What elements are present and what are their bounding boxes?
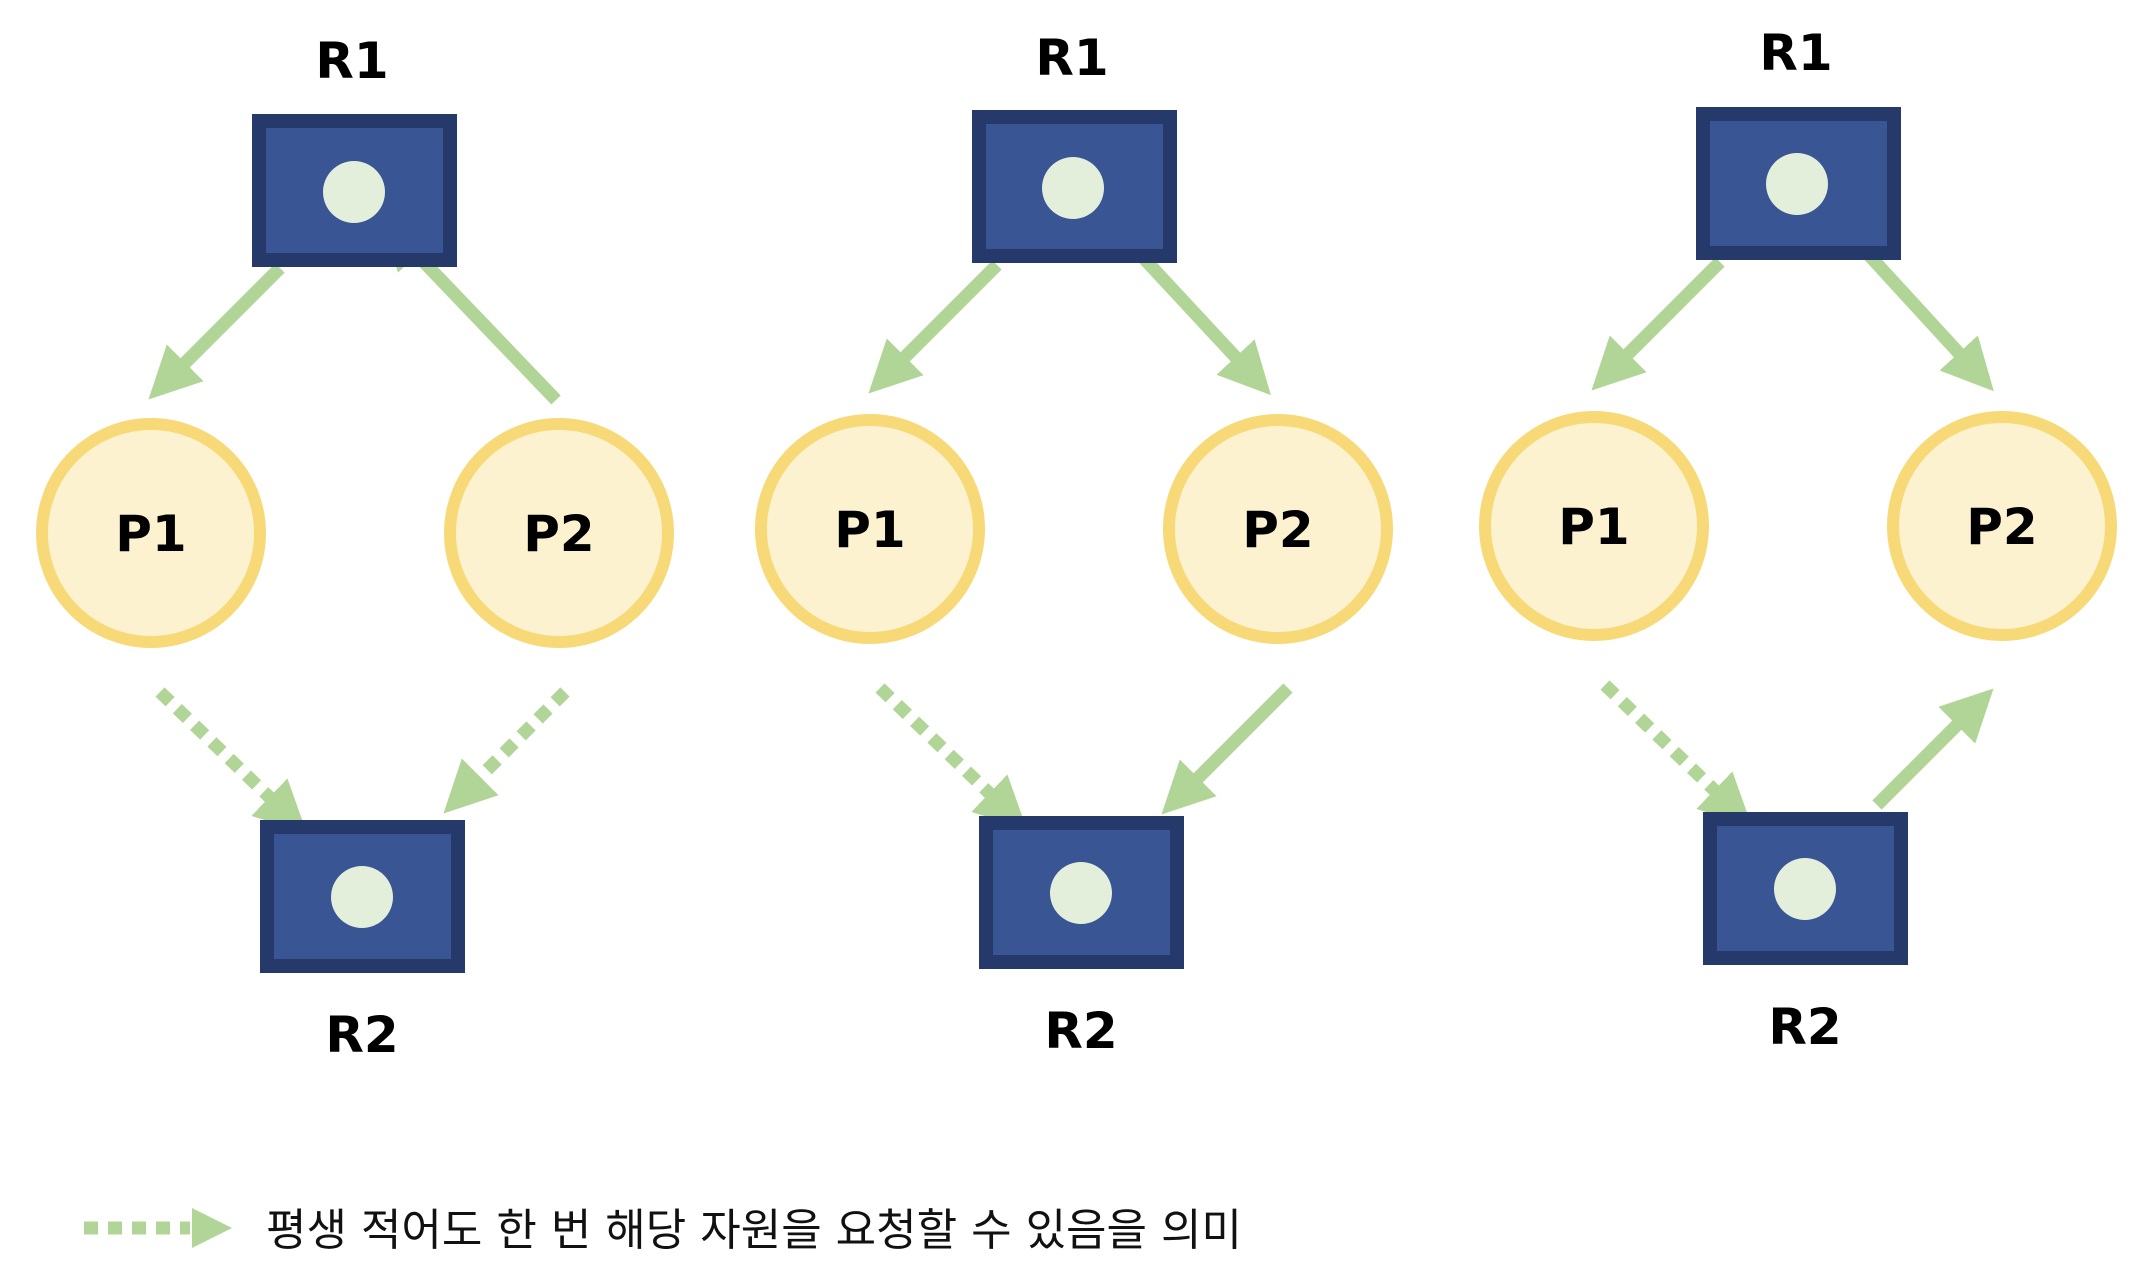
- edge-r1-to-p1: [1591, 257, 1725, 391]
- process-p1: P1: [36, 418, 266, 648]
- resource-r1-label: R1: [1759, 24, 1832, 82]
- edge-p1-to-r2-dashed: [155, 687, 307, 834]
- legend: 평생 적어도 한 번 해당 자원을 요청할 수 있음을 의미: [84, 1205, 1242, 1256]
- resource-r1-label: R1: [315, 32, 388, 90]
- edge-p1-to-r2-dashed: [875, 683, 1027, 830]
- edge-p2-to-r2: [1161, 683, 1293, 815]
- dashed-arrow-icon: [84, 1208, 232, 1248]
- resource-r2: [260, 820, 465, 973]
- legend-text: 평생 적어도 한 번 해당 자원을 요청할 수 있음을 의미: [266, 1205, 1242, 1256]
- process-p1-label: P1: [1558, 498, 1629, 556]
- process-p1: P1: [755, 414, 985, 644]
- diagram-3: R1 P1 P2 R2: [1479, 24, 2117, 1056]
- process-p1-label: P1: [115, 505, 186, 563]
- resource-r2: [979, 816, 1184, 969]
- resource-r2-label: R2: [1044, 1002, 1117, 1060]
- resource-instance-dot: [1050, 862, 1112, 924]
- resource-r1: [972, 110, 1177, 263]
- process-p2: P2: [1887, 411, 2117, 641]
- resource-r1: [252, 114, 457, 267]
- process-p2-label: P2: [523, 505, 594, 563]
- resource-r2-label: R2: [1768, 998, 1841, 1056]
- edge-p1-to-r2-dashed: [1600, 680, 1752, 827]
- edge-r2-to-p2: [1872, 688, 1994, 810]
- process-p2: P2: [444, 418, 674, 648]
- resource-instance-dot: [331, 866, 393, 928]
- diagram-2: R1 P1 P2 R2: [755, 29, 1393, 1060]
- resource-r2: [1703, 812, 1908, 965]
- process-p1: P1: [1479, 411, 1709, 641]
- resource-instance-dot: [1774, 858, 1836, 920]
- resource-instance-dot: [1766, 153, 1828, 215]
- process-p2-label: P2: [1966, 498, 2037, 556]
- resource-r1-label: R1: [1035, 29, 1108, 87]
- diagram-1: R1 P1 P2 R2: [36, 32, 674, 1064]
- edge-p2-to-r2-dashed: [443, 687, 570, 814]
- process-p2: P2: [1163, 414, 1393, 644]
- process-p1-label: P1: [834, 501, 905, 559]
- edge-r1-to-p1: [868, 260, 1002, 394]
- edge-r1-to-p1: [148, 263, 285, 400]
- resource-instance-dot: [1042, 157, 1104, 219]
- resource-instance-dot: [323, 161, 385, 223]
- resource-r2-label: R2: [325, 1006, 398, 1064]
- process-p2-label: P2: [1242, 501, 1313, 559]
- resource-r1: [1696, 107, 1901, 260]
